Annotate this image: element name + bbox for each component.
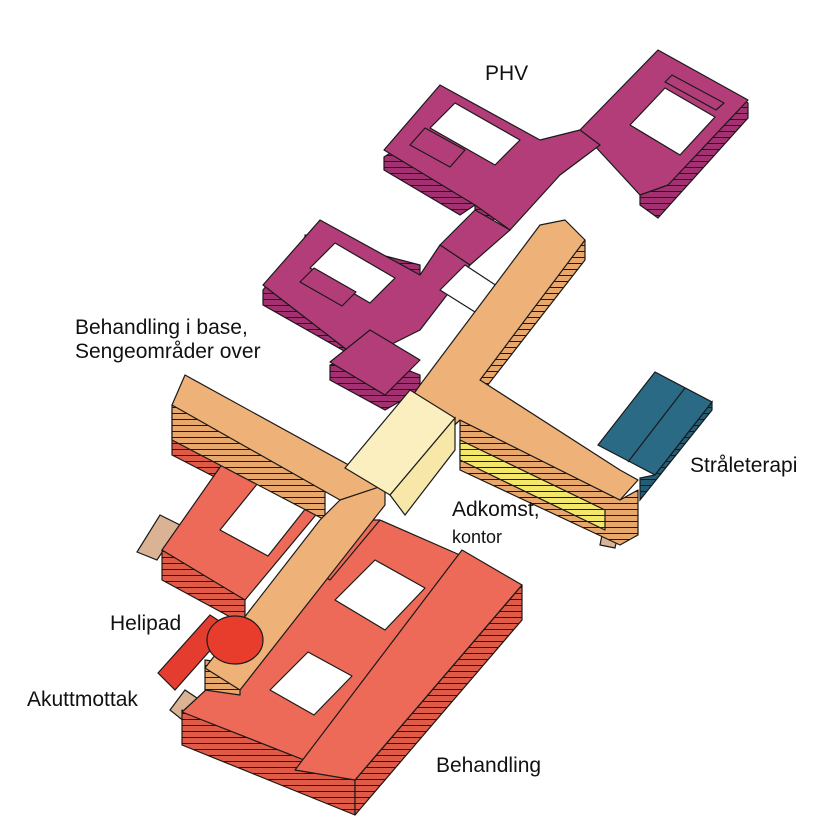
label-behandling-base-1: Behandling i base, <box>75 316 248 339</box>
phv-building <box>262 49 749 411</box>
helipad <box>206 615 264 665</box>
treatment-base <box>161 409 523 816</box>
radiotherapy-block <box>597 371 713 502</box>
label-adkomst: Adkomst, <box>452 498 540 521</box>
label-akuttmottak: Akuttmottak <box>27 688 138 711</box>
label-straleterapi: Stråleterapi <box>690 454 797 477</box>
label-phv: PHV <box>485 62 528 85</box>
label-helipad: Helipad <box>110 612 181 635</box>
label-behandling: Behandling <box>436 754 541 777</box>
entrance-office-block <box>344 389 456 516</box>
label-kontor: kontor <box>452 527 502 547</box>
label-behandling-base-2: Sengeområder over <box>75 340 261 363</box>
